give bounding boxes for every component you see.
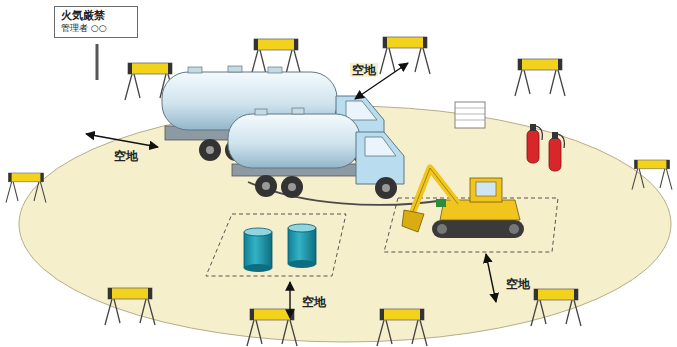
sign-title: 火気厳禁 [61, 9, 131, 23]
tank-truck-rear-part [188, 67, 202, 73]
fire-extinguishers-part [552, 132, 558, 139]
barricades-part [105, 288, 155, 325]
oil-drums-part [244, 232, 272, 268]
paper-stack-part [455, 102, 485, 128]
tank-truck-front-part [382, 184, 390, 192]
paper-stack-part [455, 108, 485, 109]
barricades-part [632, 160, 672, 190]
tank-truck-front-part [375, 177, 397, 199]
barricades-part [6, 173, 46, 203]
excavator-part [412, 168, 458, 214]
tank-truck-front-part [255, 175, 277, 197]
fire-extinguishers-part [530, 124, 536, 131]
barricades [6, 37, 672, 346]
tank-truck-front-part [255, 109, 267, 115]
excavator-part [412, 168, 458, 214]
sign-manager: 管理者 ○○ [61, 23, 131, 34]
tank-truck-rear-part [206, 146, 214, 154]
sign-post [97, 44, 98, 80]
clearance-arrows [86, 63, 496, 318]
tank-truck-rear-part [268, 67, 282, 73]
oil-drums-part [288, 224, 316, 232]
excavator-part [436, 199, 446, 207]
storage-areas-part [206, 214, 346, 276]
clearance-label: 空地 [504, 277, 532, 291]
excavator-part [440, 200, 520, 220]
clearance-label: 空地 [112, 149, 140, 163]
tank-truck-front-part [262, 182, 270, 190]
fire-extinguishers-part [527, 130, 539, 163]
fire-extinguishers-part [558, 134, 564, 148]
storage-areas-part [384, 198, 558, 252]
excavator [402, 168, 524, 238]
tank-truck-rear-part [199, 139, 221, 161]
fire-extinguishers-part [549, 138, 561, 171]
oil-drums-part [288, 260, 316, 268]
tank-truck-front-part [365, 137, 396, 156]
barricades-part [531, 289, 581, 326]
clearance-arrows-part [86, 134, 158, 147]
sign-board: 火気厳禁管理者 ○○ [54, 6, 138, 38]
barricades-part [515, 59, 565, 96]
excavator-part [402, 210, 424, 232]
tank-truck-front [228, 108, 404, 199]
excavator-part [432, 220, 524, 238]
tank-truck-rear-part [228, 66, 242, 72]
barricades-part [251, 39, 301, 76]
oil-drums-part [244, 228, 272, 236]
oil-drums-part [288, 228, 316, 264]
oil-drums [244, 224, 316, 272]
barricades-part [380, 37, 430, 74]
tank-truck-front-part [288, 183, 296, 191]
paper-stack [455, 102, 485, 128]
clearance-label: 空地 [350, 63, 378, 77]
storage-areas [206, 198, 558, 276]
tank-truck-rear-part [346, 101, 377, 120]
clearance-arrows-part [289, 282, 290, 318]
tank-truck-front-part [281, 176, 303, 198]
excavator-part [476, 182, 496, 196]
clearance-label: 空地 [300, 295, 328, 309]
excavator-part [470, 178, 502, 202]
tank-truck-front-part [356, 132, 404, 184]
tank-truck-front-part [292, 108, 304, 114]
paper-stack-part [455, 114, 485, 115]
paper-stack-part [455, 120, 485, 121]
excavator-part [437, 224, 447, 234]
excavator-part [509, 224, 519, 234]
ground-area-part [19, 106, 671, 342]
barricades-part [377, 309, 427, 346]
sign-post-part [96, 44, 99, 80]
ground-area [19, 106, 671, 342]
tank-truck-front-part [228, 114, 360, 168]
oil-drums-part [244, 264, 272, 272]
clearance-arrows-part [486, 254, 496, 302]
fire-extinguishers-part [536, 126, 542, 140]
fire-extinguishers [527, 124, 564, 171]
